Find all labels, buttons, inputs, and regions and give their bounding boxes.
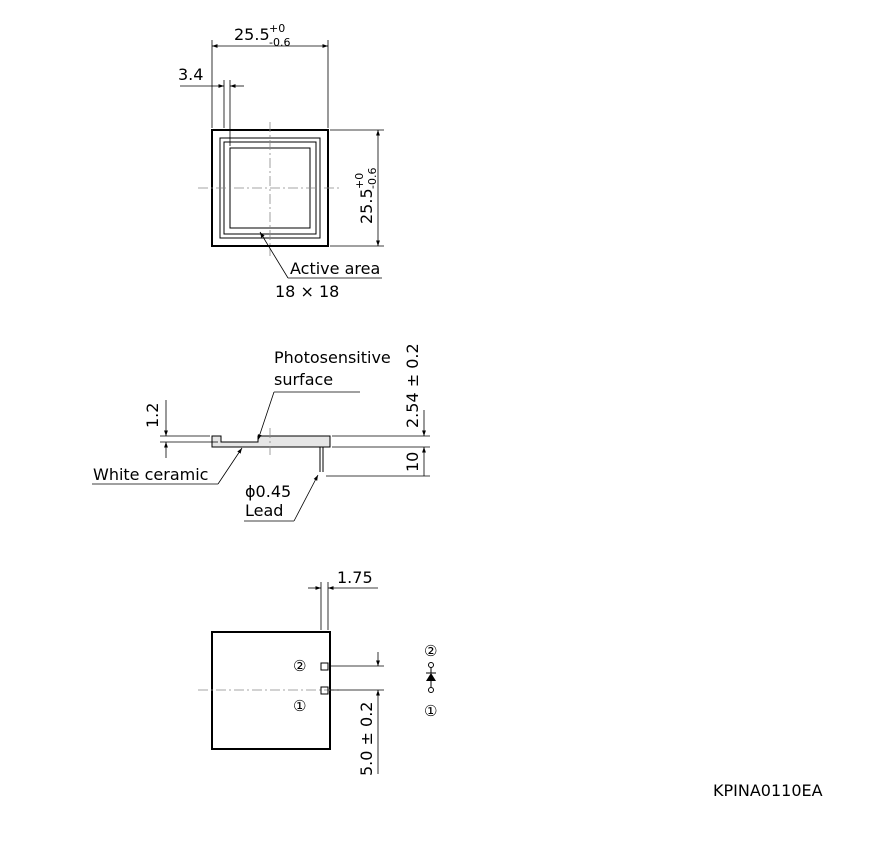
width-tol-plus: +0 [269,22,285,35]
height-tol-minus: -0.6 [366,168,379,189]
thickness-value: 2.54 ± 0.2 [403,343,422,428]
pin-2-pad [320,662,329,671]
ceramic-leader [217,447,243,485]
photosensitive-leader [257,391,275,441]
side-view: 1.2 Photosensitive surface 2.54 ± 0.2 10… [92,343,430,522]
drawing-code: KPINA0110EA [713,781,823,800]
photosensitive-label-2: surface [274,370,333,389]
edge-offset-value: 1.75 [337,568,373,587]
height-value: 25.5 [357,188,376,224]
width-value: 25.5 [234,25,270,44]
bottom-view: ② ① 1.75 5.0 ± 0.2 [198,568,384,776]
pin-spacing-value: 5.0 ± 0.2 [357,702,376,776]
ceramic-body [211,435,331,448]
pin-1-pad [320,686,329,695]
active-area-size: 18 × 18 [275,282,339,301]
photodiode-schematic: ② ① [424,642,437,720]
height-tol-plus: +0 [353,173,366,189]
package-bottom-outline [211,631,331,750]
active-area-label: Active area [290,259,380,278]
lead-leader [293,474,319,522]
photosensitive-label-1: Photosensitive [274,348,391,367]
pin-2-label: ② [293,657,306,675]
active-area-leader [259,231,289,279]
width-tol-minus: -0.6 [269,36,290,49]
schematic-pin-1: ① [424,702,437,720]
diode-symbol-icon [426,673,436,681]
window-value: 1.2 [143,403,162,428]
schematic-pin-2: ② [424,642,437,660]
lead-diameter: ϕ0.45 [245,482,291,501]
lead-label: Lead [245,501,283,520]
lead-length-value: 10 [403,452,422,472]
top-view: 25.5 +0 -0.6 3.4 25.5 +0 -0.6 Active are… [178,22,384,301]
offset-value: 3.4 [178,65,203,84]
pin-1-label: ① [293,697,306,715]
ceramic-label: White ceramic [93,465,208,484]
